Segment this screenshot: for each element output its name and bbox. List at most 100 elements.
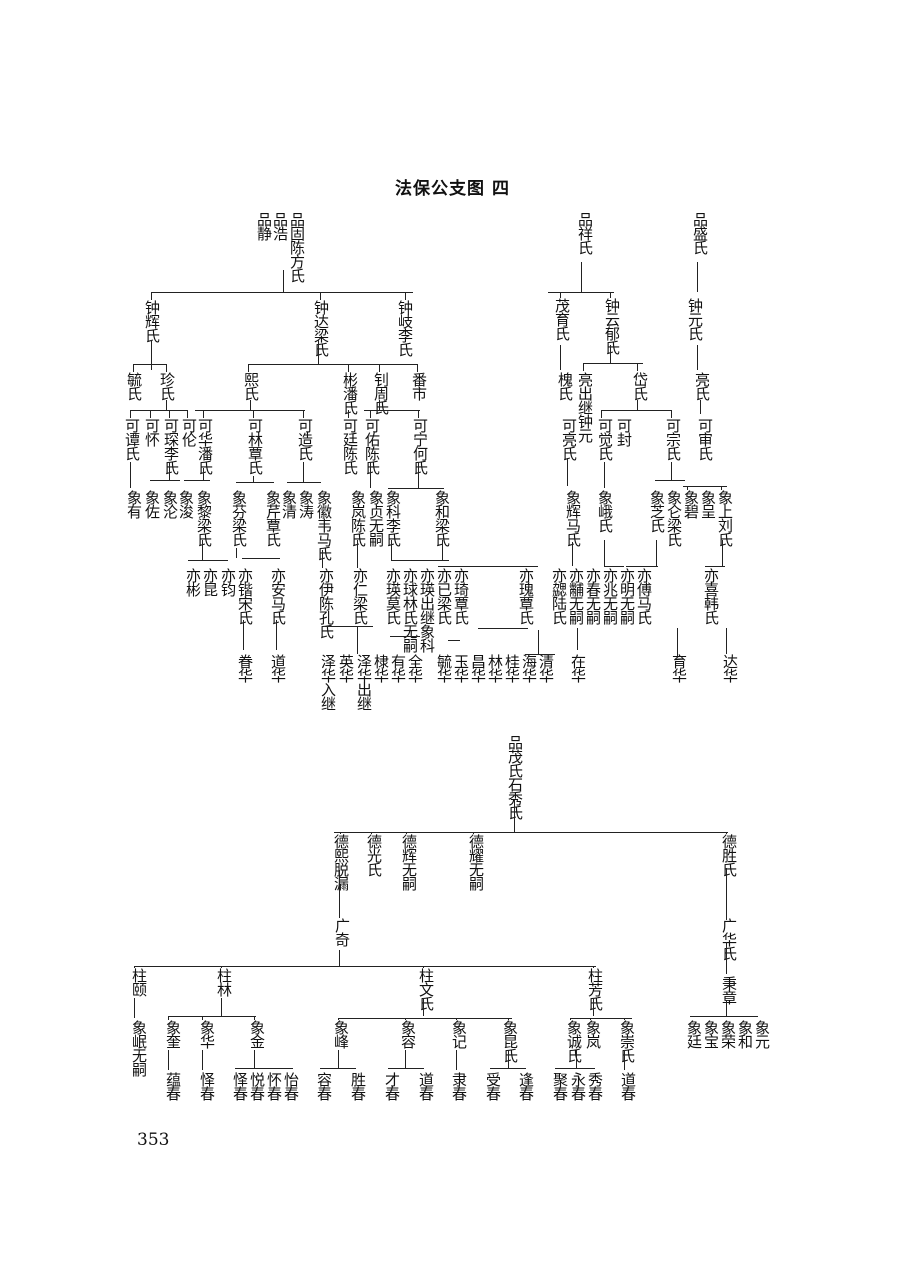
tree-connector [570, 1018, 571, 1020]
tree-name: 钟岐李氏 [396, 300, 414, 356]
tree-name: 可封 [615, 418, 633, 446]
tree-connector [357, 626, 358, 654]
tree-connector [721, 486, 722, 490]
tree-connector [254, 1050, 255, 1068]
tree-connector [726, 628, 727, 654]
tree-connector [604, 462, 605, 488]
tree-name: 亦春无嗣 [584, 568, 602, 624]
tree-connector [134, 966, 596, 967]
tree-connector [604, 540, 605, 566]
tree-name: 林华 [486, 654, 504, 682]
tree-name: 象贞无嗣 [367, 490, 385, 546]
tree-connector [671, 462, 672, 480]
tree-connector [690, 1016, 758, 1017]
tree-name: 眷华 [236, 654, 254, 682]
tree-name: 象宝 [702, 1020, 720, 1048]
tree-name: 可宁何氏 [411, 418, 429, 474]
tree-connector [338, 1050, 339, 1068]
tree-name: 品祥氏 [576, 212, 594, 254]
tree-name: 象有 [125, 490, 143, 518]
tree-name: 可琛李氏 [162, 418, 180, 474]
tree-connector [166, 364, 167, 372]
tree-connector [151, 340, 152, 370]
tree-connector [188, 560, 228, 561]
tree-connector [610, 292, 611, 298]
tree-name: 象元 [753, 1020, 771, 1048]
tree-connector [236, 482, 274, 483]
tree-connector [583, 363, 584, 371]
tree-connector [318, 340, 319, 364]
tree-connector [388, 1068, 424, 1069]
tree-connector [405, 292, 406, 300]
tree-name: 钟辉氏 [143, 300, 161, 342]
tree-connector [391, 540, 392, 560]
tree-connector [202, 1050, 203, 1070]
tree-connector [253, 476, 254, 482]
tree-connector [624, 1050, 625, 1070]
tree-name: 亦伊陈孔氏 [317, 568, 335, 638]
tree-connector [423, 998, 424, 1016]
tree-name: 亦已梁氏 [435, 568, 453, 624]
tree-name: 亦黼无嗣 [567, 568, 585, 624]
tree-connector [418, 410, 419, 418]
tree-name: 象奎 [164, 1020, 182, 1048]
tree-connector [339, 950, 340, 966]
tree-name: 怡春 [282, 1072, 300, 1100]
tree-name: 可造氏 [296, 418, 314, 460]
tree-connector [508, 1018, 509, 1020]
tree-name: 象佐 [143, 490, 161, 518]
tree-connector [130, 410, 131, 418]
tree-name: 道春 [619, 1072, 637, 1100]
tree-name: 象峰 [332, 1020, 350, 1048]
tree-name: 象峨氏 [596, 490, 614, 532]
tree-name: 德耀无嗣 [467, 834, 485, 890]
tree-connector [221, 998, 222, 1016]
tree-connector [388, 488, 444, 489]
tree-name: 可宗氏 [664, 418, 682, 460]
tree-connector [583, 363, 643, 364]
tree-name: 可谭氏 [123, 418, 141, 460]
tree-name: 亦瑛莫氏 [384, 568, 402, 624]
tree-name: 育华 [670, 654, 688, 682]
tree-connector [726, 832, 727, 834]
tree-connector [236, 548, 237, 558]
tree-connector [390, 636, 420, 637]
tree-connector [418, 462, 419, 488]
tree-connector [130, 462, 131, 488]
tree-name: 品茂氏石秀氏 [506, 735, 524, 819]
tree-name: 可伦 [180, 418, 198, 446]
tree-name: 象岚陈氏 [349, 490, 367, 546]
tree-connector [726, 1000, 727, 1016]
tree-name: 道华 [269, 654, 287, 682]
tree-name: 胜春 [349, 1072, 367, 1100]
tree-connector [357, 540, 358, 568]
tree-connector [248, 364, 249, 372]
tree-connector [538, 630, 539, 654]
tree-connector [276, 620, 277, 650]
tree-connector [508, 1050, 509, 1068]
tree-connector [567, 458, 568, 486]
tree-connector [243, 620, 244, 650]
page-title: 法保公支图 四 [395, 179, 510, 199]
tree-name: 亮氏 [693, 372, 711, 400]
tree-name: 逢春 [517, 1072, 535, 1100]
tree-name: 广奇 [333, 918, 351, 946]
tree-name: 怿春 [231, 1072, 249, 1100]
tree-connector [364, 410, 420, 411]
tree-name: 亦仁梁氏 [351, 568, 369, 624]
tree-name: 悦春 [248, 1072, 266, 1100]
tree-name: 怀春 [265, 1072, 283, 1100]
tree-name: 亦瑛出继象科 [418, 568, 436, 652]
tree-name: 品盛氏 [691, 212, 709, 254]
tree-connector [169, 410, 170, 418]
tree-connector [134, 966, 135, 968]
tree-name: 亮出继钟元 [576, 372, 594, 442]
tree-connector [203, 468, 204, 480]
tree-name: 有华 [389, 654, 407, 682]
tree-name: 珍氏 [158, 372, 176, 400]
tree-connector [151, 292, 152, 300]
tree-connector [590, 1018, 591, 1020]
tree-name: 容春 [315, 1072, 333, 1100]
tree-connector [287, 482, 321, 483]
